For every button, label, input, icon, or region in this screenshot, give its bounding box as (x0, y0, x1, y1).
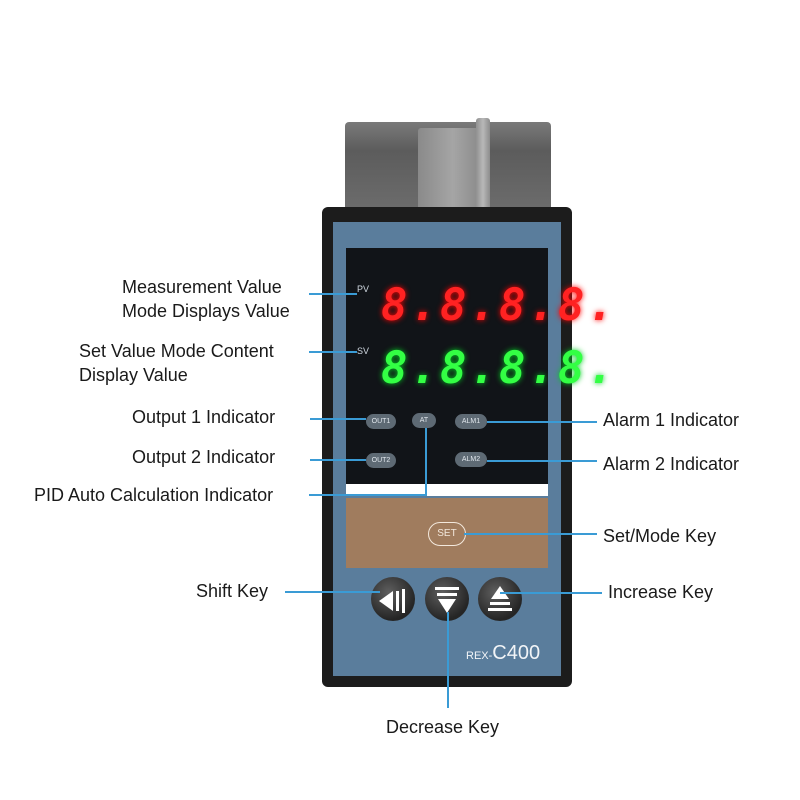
pid-callout-hline (309, 494, 427, 496)
mounting-clip-bar (476, 118, 490, 228)
sv-callout-line (309, 351, 357, 353)
sv-display: 8.8.8.8. (381, 343, 617, 394)
out1-indicator: OUT1 (366, 414, 396, 429)
set-callout-line (464, 533, 597, 535)
alm1-callout-label: Alarm 1 Indicator (603, 410, 740, 430)
alm1-indicator: ALM1 (455, 414, 487, 429)
sv-callout-line1: Set Value Mode Content (79, 341, 274, 361)
label-strip (346, 484, 548, 496)
pv-callout-line (309, 293, 357, 295)
increase-callout-label: Increase Key (608, 582, 714, 602)
sv-callout-line2: Display Value (79, 365, 188, 385)
decrease-callout-line (447, 612, 449, 708)
shift-callout-line (285, 591, 380, 593)
out1-callout-line (310, 418, 366, 420)
model-prefix: REX- (466, 650, 493, 662)
model-label: REX-C400 (466, 642, 540, 665)
out1-callout-label: Output 1 Indicator (132, 407, 276, 427)
at-indicator: AT (412, 413, 436, 428)
model-name: C400 (492, 642, 541, 664)
shift-callout-label: Shift Key (196, 581, 269, 601)
down-triangle-icon (435, 587, 459, 613)
pv-callout-line1: Measurement Value (122, 277, 282, 297)
alm2-callout-label: Alarm 2 Indicator (603, 454, 740, 474)
shift-key[interactable] (371, 577, 415, 621)
sv-tag: SV (357, 346, 370, 356)
alm2-indicator: ALM2 (455, 452, 487, 467)
out2-callout-line (310, 459, 366, 461)
pid-callout-vline (425, 428, 427, 496)
alm2-callout-line (487, 460, 597, 462)
set-mode-key[interactable]: SET (428, 522, 466, 546)
pv-tag: PV (357, 284, 370, 294)
sv-callout-label: Set Value Mode Content Display Value (79, 339, 274, 387)
decrease-callout-label: Decrease Key (386, 717, 500, 737)
shift-left-triangle-icon (379, 589, 405, 613)
increase-key[interactable] (478, 577, 522, 621)
display-panel (346, 248, 548, 486)
pv-display: 8.8.8.8. (381, 280, 617, 331)
up-triangle-icon (488, 586, 512, 611)
pv-callout-line2: Mode Displays Value (122, 301, 290, 321)
pv-callout-label: Measurement Value Mode Displays Value (122, 275, 290, 323)
out2-callout-label: Output 2 Indicator (132, 447, 276, 467)
increase-callout-line (500, 592, 602, 594)
set-callout-label: Set/Mode Key (603, 526, 717, 546)
out2-indicator: OUT2 (366, 453, 396, 468)
alm1-callout-line (487, 421, 597, 423)
pid-callout-label: PID Auto Calculation Indicator (34, 485, 274, 505)
